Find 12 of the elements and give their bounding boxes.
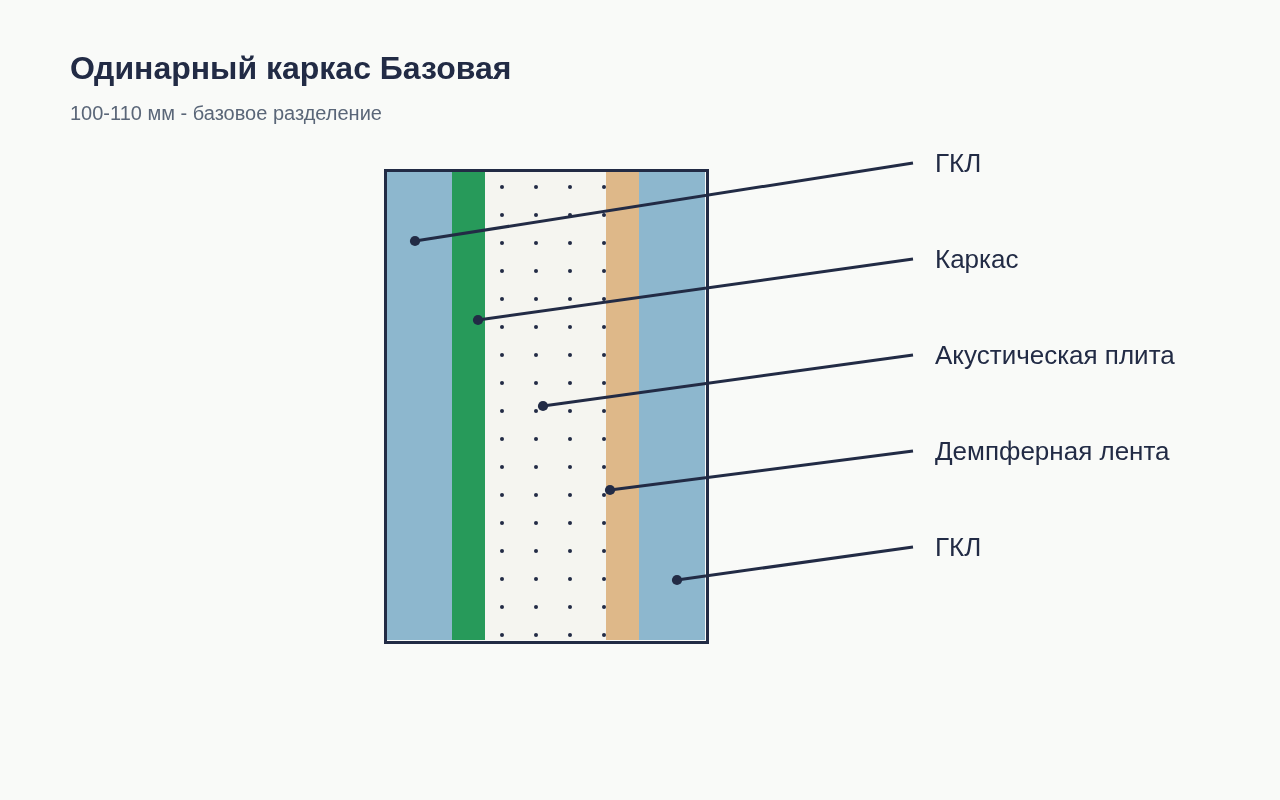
subtitle: 100-110 мм - базовое разделение (70, 102, 382, 125)
drywall-layer (639, 171, 705, 640)
layer-label: Акустическая плита (935, 340, 1175, 370)
insulation-layer (485, 171, 606, 640)
diagram-title: Одинарный каркас Базовая (70, 50, 512, 87)
layer-label: Демпферная лента (935, 436, 1170, 466)
drywall-layer (387, 171, 452, 640)
stud-frame-layer (452, 171, 485, 640)
layer-label: ГКЛ (935, 148, 982, 178)
layer-label: Каркас (935, 244, 1019, 274)
layer-label: ГКЛ (935, 532, 982, 562)
damping-tape-layer (606, 171, 639, 640)
